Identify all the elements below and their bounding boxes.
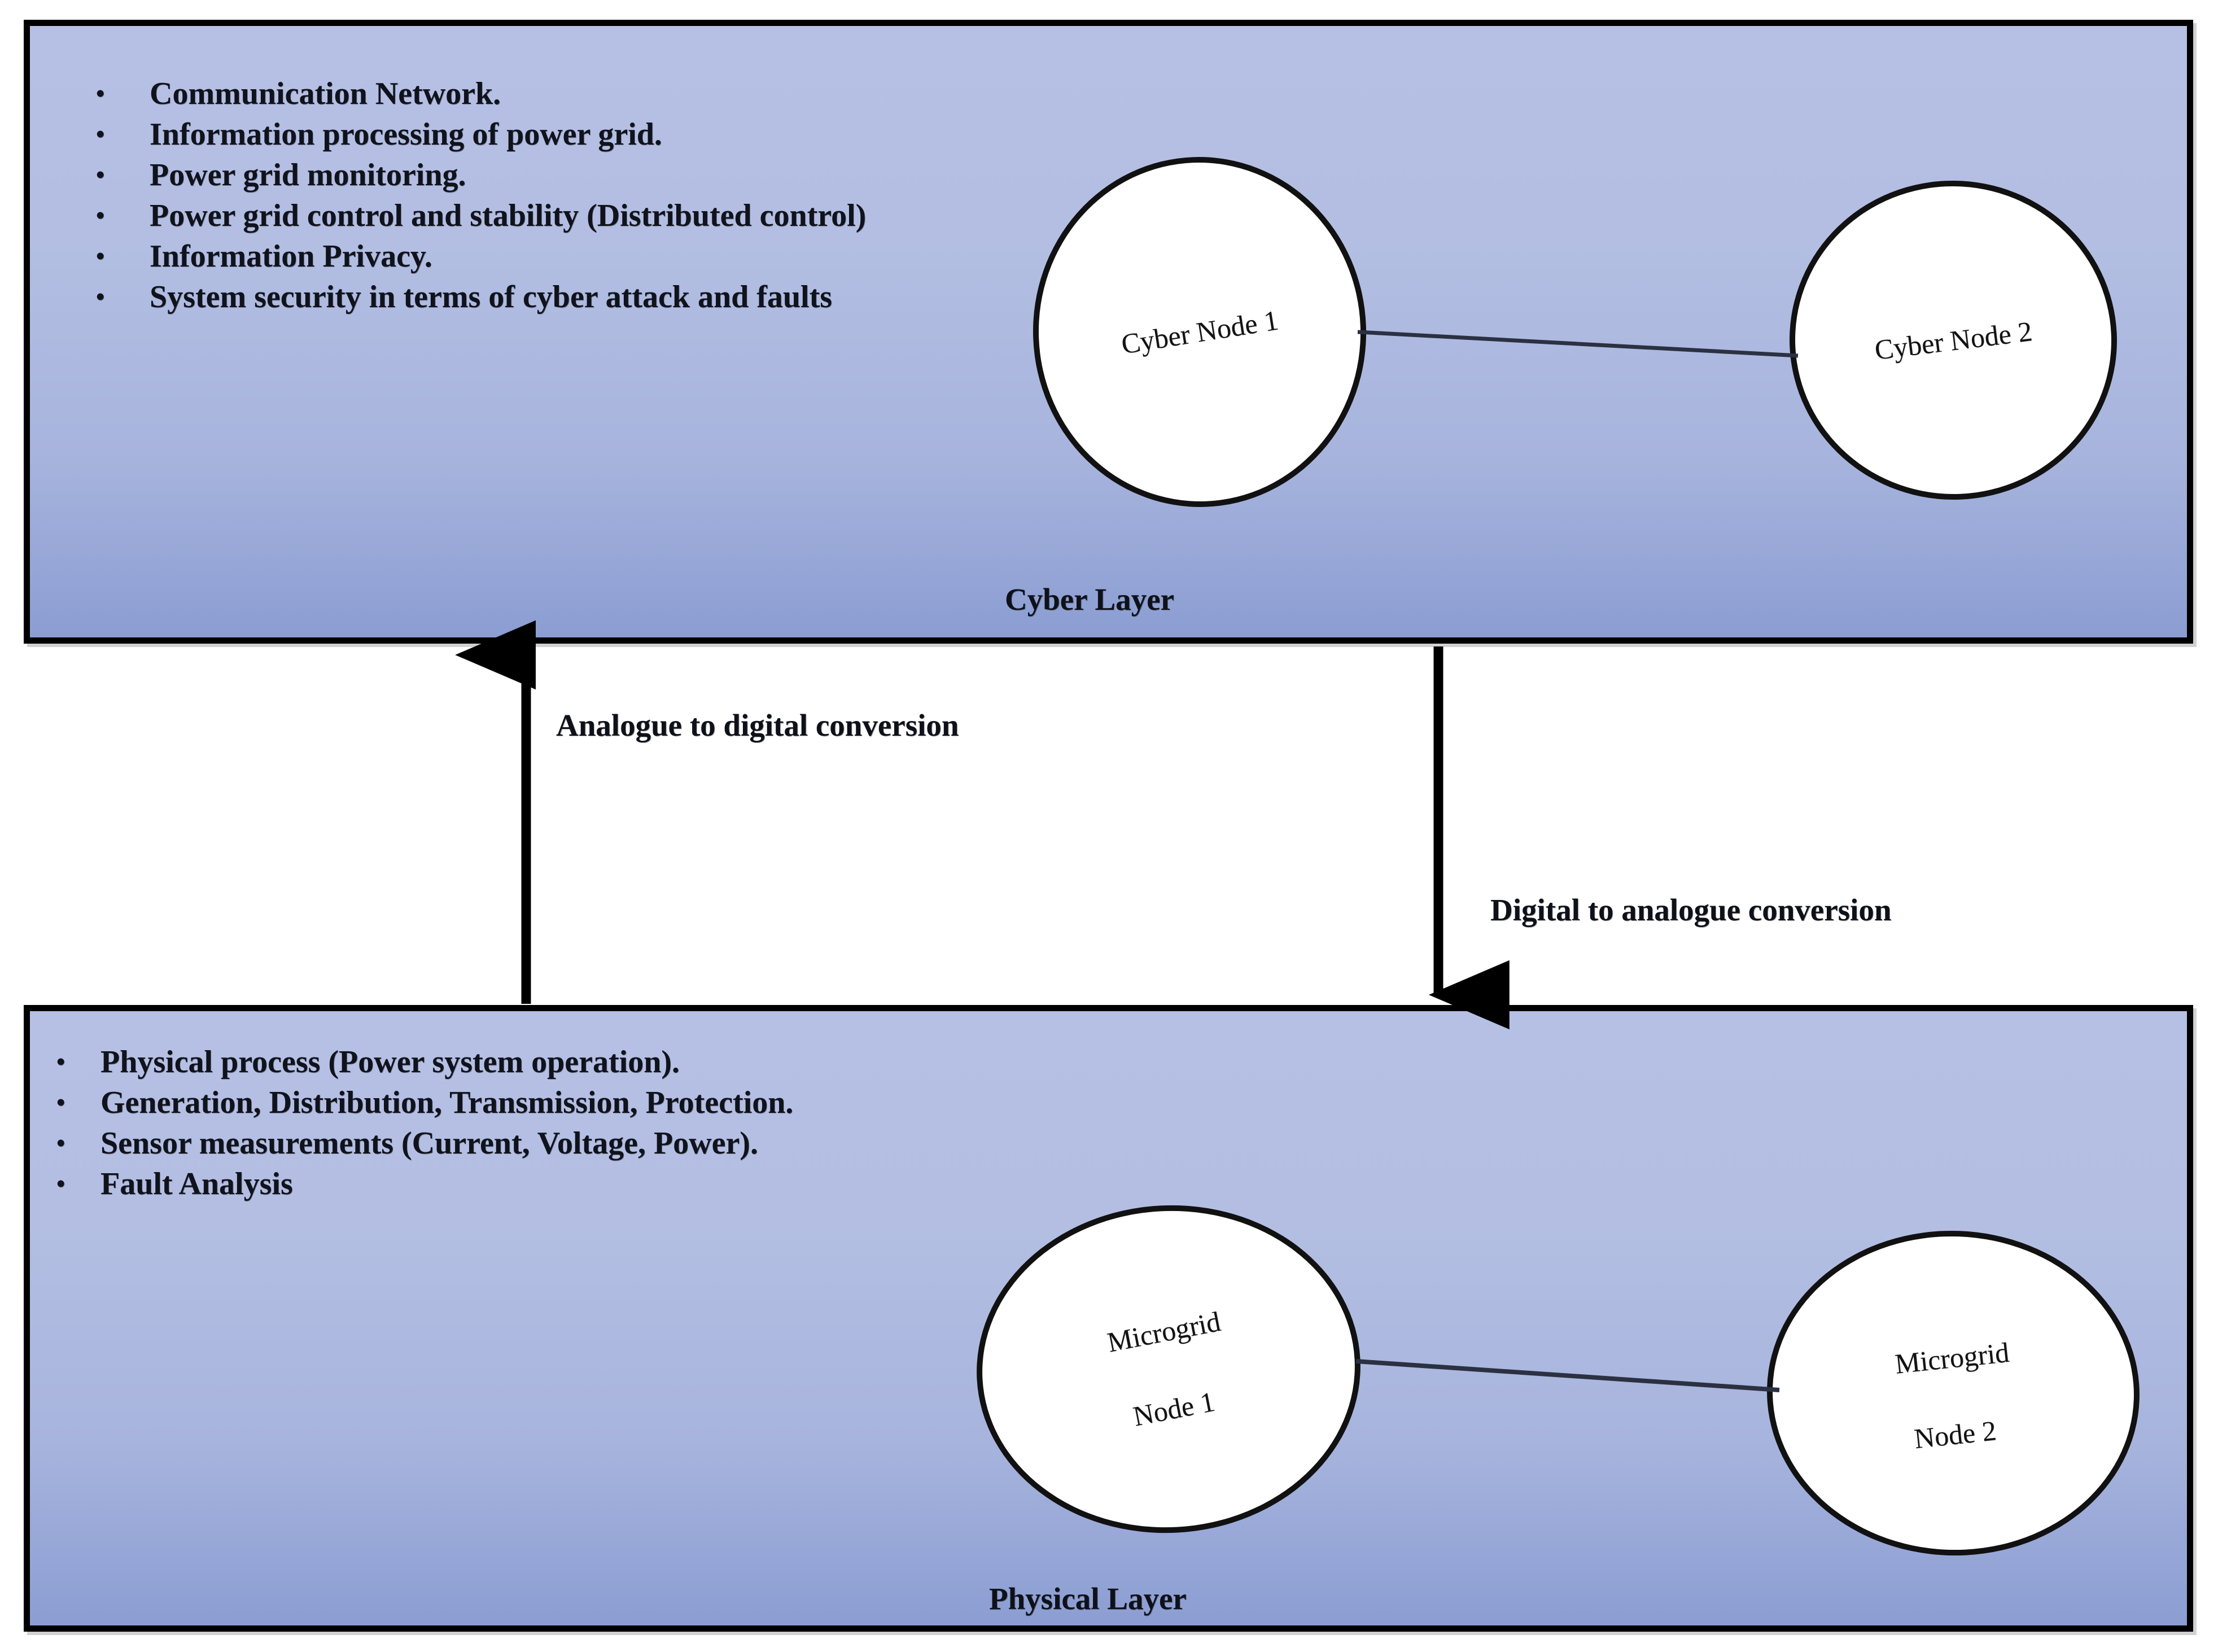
list-item: • Power grid control and stability (Dist…: [76, 195, 866, 236]
digital-to-analogue-label: Digital to analogue conversion: [1490, 893, 1892, 927]
bullet-point-icon: •: [56, 1048, 65, 1076]
bullet-point-icon: •: [56, 1170, 65, 1198]
list-item: • Generation, Distribution, Transmission…: [51, 1082, 793, 1123]
list-item-label: System security in terms of cyber attack…: [150, 279, 833, 314]
bullet-point-icon: •: [96, 161, 105, 189]
microgrid-node-1-label-line2: Node 1: [1130, 1385, 1218, 1432]
list-item: • Information processing of power grid.: [76, 114, 866, 155]
list-item-label: Fault Analysis: [100, 1166, 293, 1201]
bullet-point-icon: •: [96, 242, 105, 270]
bullet-point-icon: •: [96, 283, 105, 311]
cyber-layer-bullet-list: • Communication Network. • Information p…: [76, 73, 866, 317]
list-item-label: Power grid monitoring.: [150, 158, 466, 193]
list-item-label: Information Privacy.: [150, 239, 432, 274]
list-item: • Sensor measurements (Current, Voltage,…: [51, 1123, 793, 1164]
list-item: • Physical process (Power system operati…: [51, 1042, 793, 1082]
list-item: • Power grid monitoring.: [76, 155, 866, 195]
list-item-label: Information processing of power grid.: [150, 117, 662, 152]
physical-layer-caption: Physical Layer: [989, 1581, 1187, 1616]
microgrid-node-1-label-line1: Microgrid: [1104, 1305, 1223, 1358]
cyber-node-2-label: Cyber Node 2: [1873, 314, 2034, 366]
bullet-point-icon: •: [96, 120, 105, 148]
analogue-to-digital-label: Analogue to digital conversion: [556, 708, 959, 742]
microgrid-node-2-label-line1: Microgrid: [1893, 1336, 2011, 1380]
cyber-node-1-label: Cyber Node 1: [1119, 304, 1280, 360]
list-item-label: Generation, Distribution, Transmission, …: [100, 1085, 794, 1120]
list-item: • Fault Analysis: [51, 1164, 793, 1204]
list-item-label: Physical process (Power system operation…: [100, 1044, 680, 1080]
list-item: • Information Privacy.: [76, 236, 866, 277]
list-item: • System security in terms of cyber atta…: [76, 277, 866, 317]
list-item-label: Communication Network.: [150, 76, 501, 111]
cyber-layer-caption: Cyber Layer: [1005, 582, 1174, 617]
microgrid-node-2-label-line2: Node 2: [1913, 1414, 1998, 1454]
list-item-label: Power grid control and stability (Distri…: [150, 198, 867, 233]
physical-layer-bullet-list: • Physical process (Power system operati…: [51, 1042, 793, 1204]
list-item-label: Sensor measurements (Current, Voltage, P…: [100, 1126, 758, 1161]
bullet-point-icon: •: [56, 1129, 65, 1157]
bullet-point-icon: •: [96, 80, 105, 107]
bullet-point-icon: •: [56, 1089, 65, 1116]
list-item: • Communication Network.: [76, 73, 866, 114]
bullet-point-icon: •: [96, 202, 105, 229]
